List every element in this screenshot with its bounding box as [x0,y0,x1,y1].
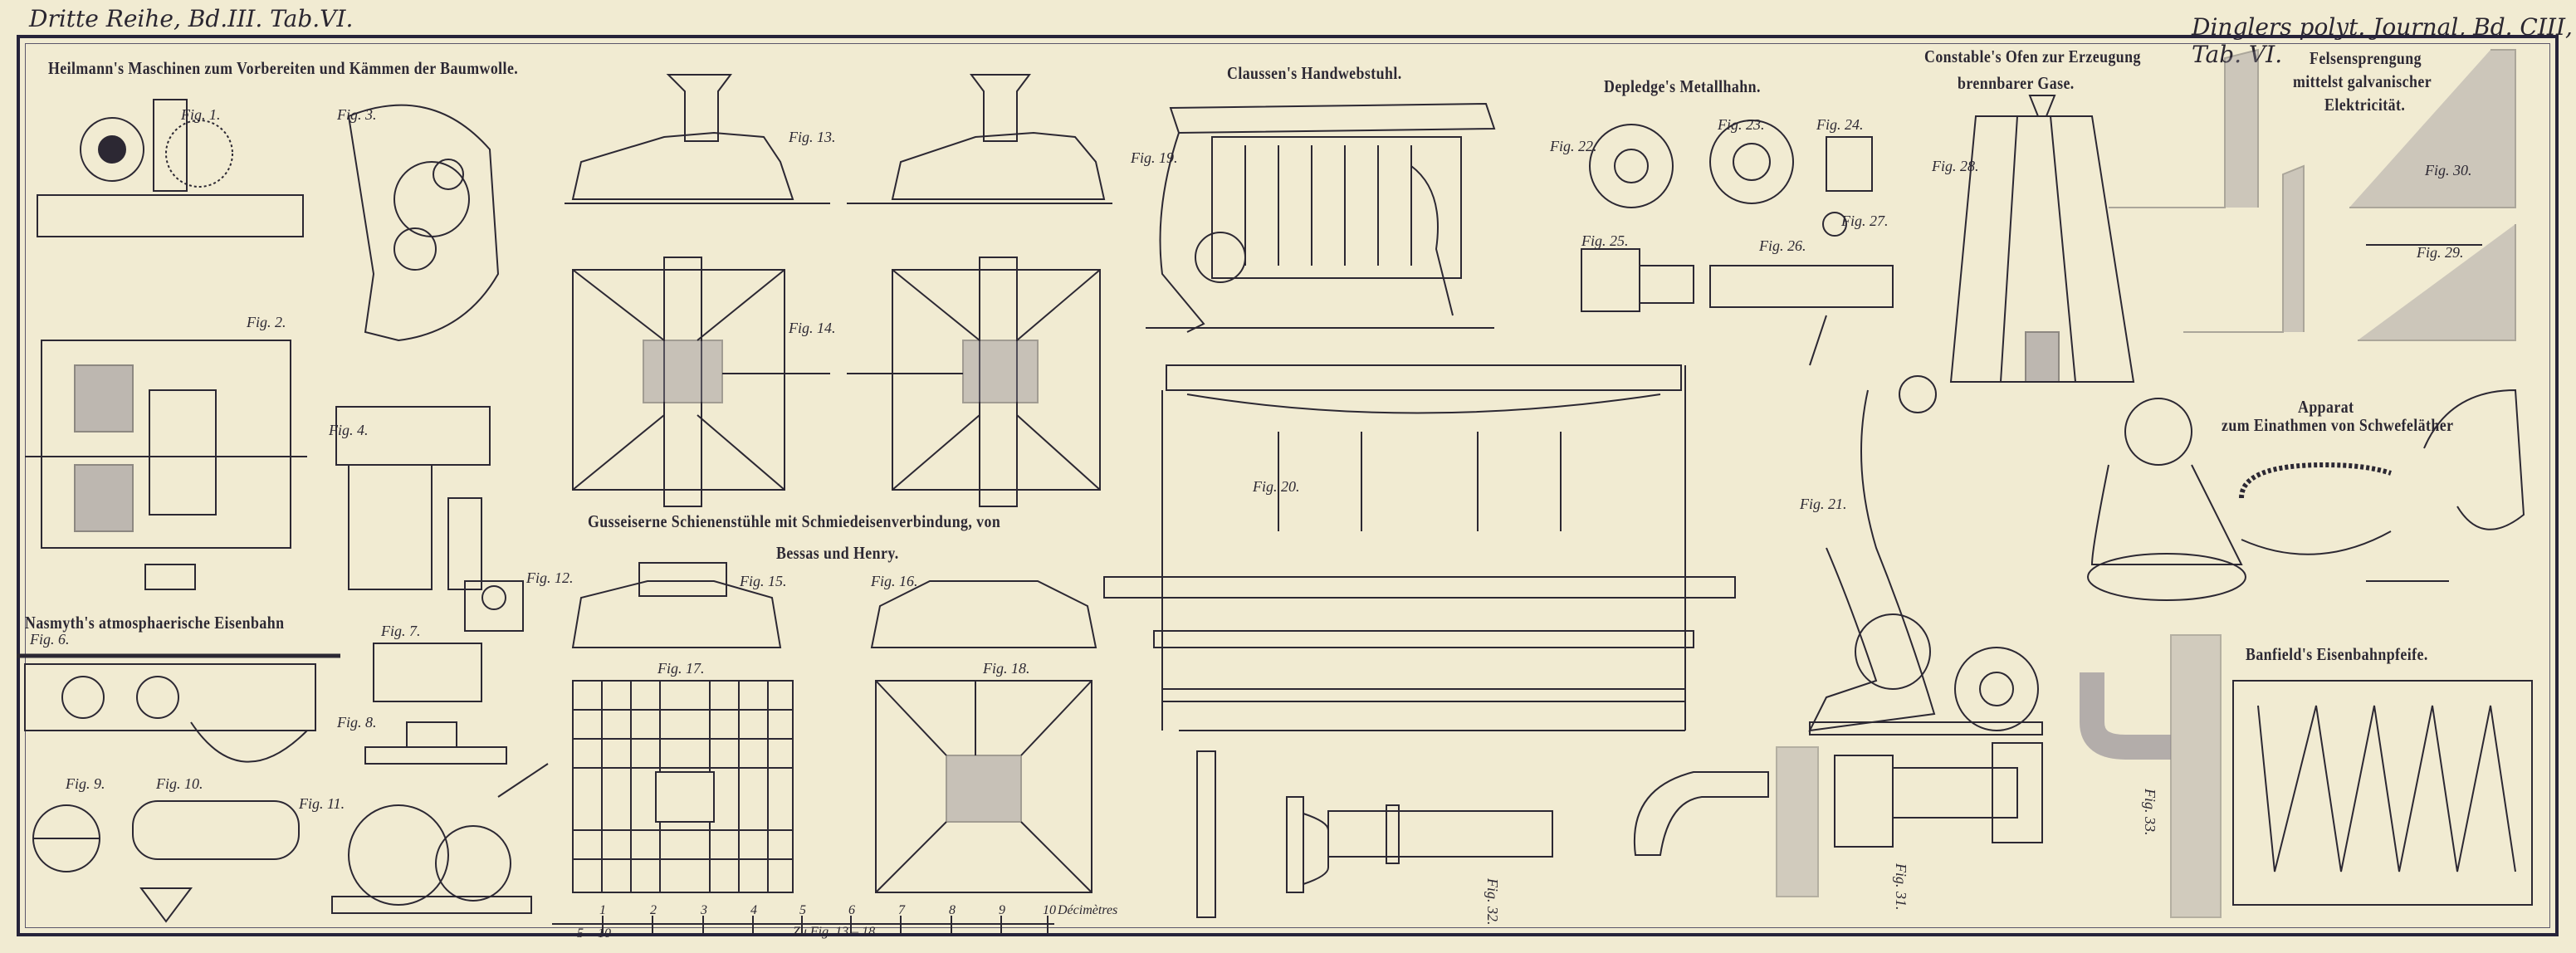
loom-fig19-drawing [1146,102,1496,333]
scale-tick-label: 3 [701,903,707,917]
scale-tick-label: 4 [750,903,757,917]
scale-tick-label: 6 [848,903,855,917]
fig-label: Fig. 27. [1841,213,1889,229]
rail-chair-fig18-drawing [875,680,1092,893]
fig-label: Fig. 33. [2142,789,2158,836]
heilmann-fig1-drawing [37,99,304,237]
rail-chair-fig17-drawing [572,680,794,893]
fig-label: Fig. 6. [30,631,70,648]
fig-label: Fig. 32. [1484,878,1501,926]
scale-subtick-label: 10 [598,926,611,941]
nasmyth-fig6-drawing [17,653,340,763]
plate-frame [17,35,2559,936]
fig-label: Fig. 2. [247,314,286,330]
fig-label: Fig. 10. [156,775,203,792]
machine-fig21-drawing [1808,375,2043,736]
scale-tick-label: 9 [999,903,1005,917]
title-constable-2: brennbarer Gase. [1958,73,2075,93]
scale-tick-label: 7 [898,903,905,917]
fig-label: Fig. 29. [2417,244,2464,261]
fig-label: Fig. 20. [1253,478,1300,495]
fig-label: Fig. 22. [1550,138,1597,154]
ether-apparatus-drawing [2087,389,2525,601]
fig-label: Fig. 19. [1131,149,1178,166]
title-felsen-1: Felsensprengung [2310,48,2422,68]
scale-unit: Décimètres [1058,903,1118,917]
scale-tick-label: 10 [1043,903,1056,917]
title-depledge: Depledge's Metallhahn. [1604,76,1761,96]
depledge-fig22-24-drawing [1589,120,1873,237]
nasmyth-fig9-10-drawing [32,800,300,923]
scale-tick-label: 1 [599,903,606,917]
title-gusseiserne-2: Bessas und Henry. [776,543,899,563]
scale-bar [552,916,1054,934]
valve-fig31-drawing [1633,742,2043,897]
title-apparat-2: zum Einathmen von Schwefeläther [2222,415,2454,435]
fig-label: Fig. 1. [181,106,221,123]
fig-label: Fig. 3. [337,106,377,123]
fig-label: Fig. 13. [789,129,836,145]
rock-blasting-fig29-30-drawing [2109,48,2516,341]
fig-label: Fig. 8. [337,714,377,731]
fig-label: Fig. 28. [1932,158,1979,174]
scale-subtick-label: 5 [577,926,584,941]
scale-tick-label: 5 [799,903,806,917]
fig-label: Fig. 23. [1718,116,1765,133]
scale-tick-label: 2 [650,903,657,917]
rail-chair-fig13-drawing [565,74,1112,204]
fig-label: Fig. 4. [329,422,369,438]
fig-label: Fig. 15. [740,573,787,589]
title-heilmann: Heilmann's Maschinen zum Vorbereiten und… [48,58,519,78]
rail-chair-fig14-drawing [572,257,1101,507]
heilmann-fig2-drawing [25,340,307,590]
title-felsen-2: mittelst galvanischer [2293,71,2432,91]
title-constable-1: Constable's Ofen zur Erzeugung [1924,46,2141,66]
fig-label: Fig. 26. [1759,237,1806,254]
fig-label: Fig. 31. [1893,863,1909,911]
fig-label: Fig. 24. [1816,116,1864,133]
scale-caption: Zu Fig. 13 – 18. [793,925,879,939]
fig-label: Fig. 18. [983,660,1030,677]
title-claussen: Claussen's Handwebstuhl. [1227,63,1402,83]
fig-label: Fig. 7. [381,623,421,639]
header-left: Dritte Reihe, Bd.III. Tab.VI. [29,5,354,32]
title-banfield: Banfield's Eisenbahnpfeife. [2246,644,2428,664]
fig-label: Fig. 9. [66,775,105,792]
fig12-drawing [464,580,524,632]
fig32-drawing [1196,750,1553,918]
rail-chair-fig15-16-drawing [571,562,1097,648]
constable-oven-fig28-drawing [1949,95,2135,383]
banfield-whistle-drawing [2080,634,2533,918]
loom-fig20-drawing [1103,364,1736,731]
plate-frame-inner [25,43,2550,928]
depledge-fig25-26-drawing [1581,248,1894,366]
scale-tick-label: 8 [949,903,956,917]
fig-label: Fig. 30. [2425,162,2472,178]
fig-label: Fig. 11. [299,795,345,812]
heilmann-fig3-drawing [347,104,500,342]
fig-label: Fig. 25. [1581,232,1629,249]
title-gusseiserne-1: Gusseiserne Schienenstühle mit Schmiedei… [588,511,1001,531]
fig-label: Fig. 12. [526,569,574,586]
fig-label: Fig. 21. [1800,496,1847,512]
title-apparat-1: Apparat [2298,397,2354,417]
fig-label: Fig. 17. [657,660,705,677]
fig7-8-drawing [364,643,507,765]
fig-label: Fig. 14. [789,320,836,336]
fig11-drawing [331,763,549,914]
title-nasmyth: Nasmyth's atmosphaerische Eisenbahn [25,613,285,633]
fig-label: Fig. 16. [871,573,918,589]
title-felsen-3: Elektricität. [2324,95,2406,115]
